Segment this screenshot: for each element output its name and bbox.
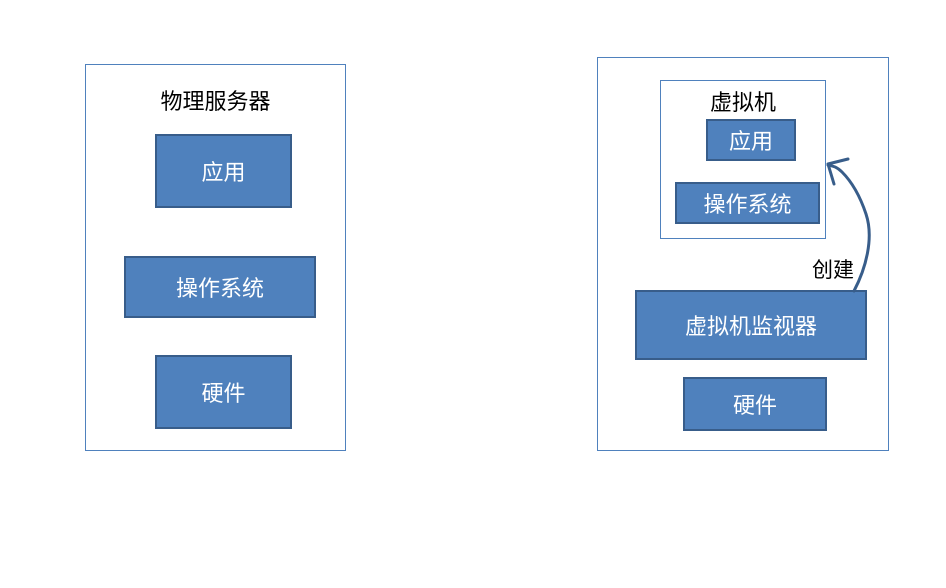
physical-app-box: 应用: [155, 134, 292, 208]
physical-os-box: 操作系统: [124, 256, 316, 318]
create-label: 创建: [812, 258, 854, 282]
virtual-hardware-box: 硬件: [683, 377, 827, 431]
virtual-machine-title: 虚拟机: [709, 91, 776, 116]
physical-hardware-box: 硬件: [155, 355, 292, 429]
physical-server-title: 物理服务器: [160, 90, 271, 115]
vm-app-box: 应用: [706, 119, 796, 161]
hypervisor-box: 虚拟机监视器: [635, 290, 867, 360]
vm-os-box: 操作系统: [675, 182, 820, 224]
